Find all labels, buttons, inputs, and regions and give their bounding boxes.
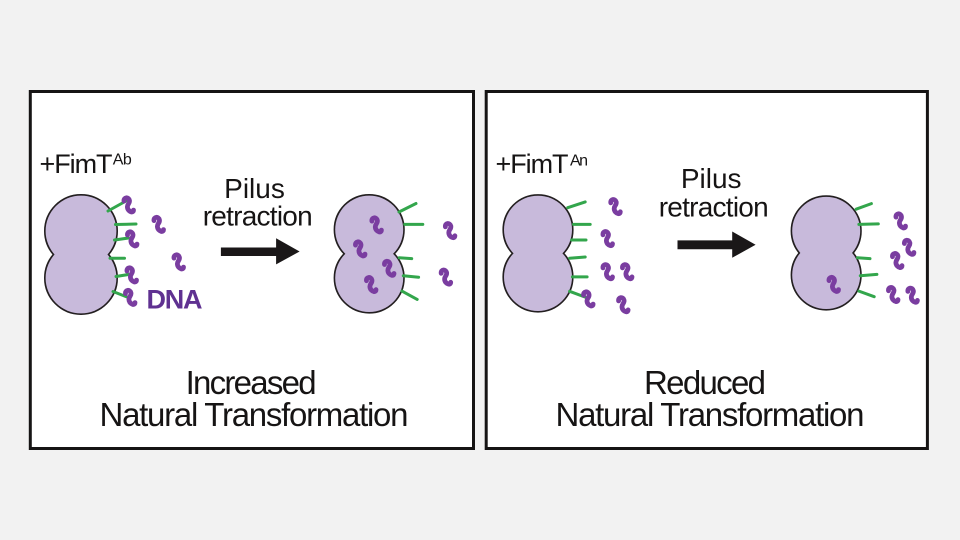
svg-text:Increased: Increased xyxy=(186,364,317,401)
svg-text:Pilus: Pilus xyxy=(681,163,742,194)
svg-text:+FimT: +FimT xyxy=(40,149,113,179)
svg-text:+FimT: +FimT xyxy=(496,149,569,179)
svg-text:An: An xyxy=(570,153,588,170)
svg-text:retraction: retraction xyxy=(659,192,769,223)
svg-text:retraction: retraction xyxy=(203,201,313,232)
svg-text:Natural Transformation: Natural Transformation xyxy=(100,396,409,433)
svg-text:Ab: Ab xyxy=(113,152,132,169)
svg-text:DNA: DNA xyxy=(147,285,203,315)
svg-text:Natural Transformation: Natural Transformation xyxy=(556,396,865,433)
svg-text:Reduced: Reduced xyxy=(644,364,766,401)
svg-text:Pilus: Pilus xyxy=(224,173,285,204)
